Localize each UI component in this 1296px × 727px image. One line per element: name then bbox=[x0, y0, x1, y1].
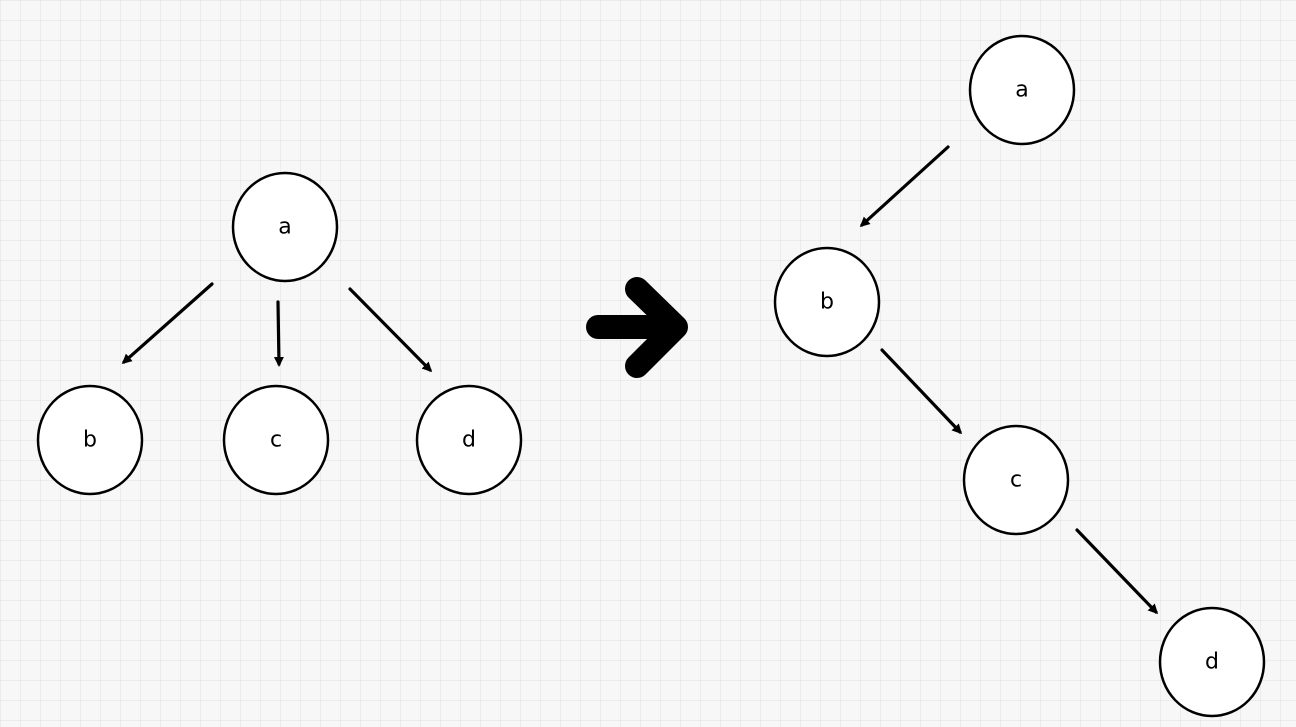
right-edge-c-d bbox=[1075, 528, 1159, 615]
left-node-d: d bbox=[415, 384, 523, 496]
right-node-c: c bbox=[962, 424, 1070, 536]
left-node-b: b bbox=[36, 384, 144, 496]
left-edge-a-d bbox=[348, 287, 433, 373]
left-node-a-label: a bbox=[278, 215, 291, 240]
left-node-b-label: b bbox=[83, 428, 97, 453]
right-edge-a-b bbox=[859, 145, 950, 228]
left-node-c-label: c bbox=[270, 428, 282, 453]
left-edge-a-c bbox=[273, 300, 284, 367]
right-node-a-label: a bbox=[1015, 78, 1028, 103]
right-tree: a b c d bbox=[773, 34, 1266, 718]
left-node-a: a bbox=[231, 171, 339, 283]
right-node-b: b bbox=[773, 246, 881, 358]
left-tree: a b c d bbox=[36, 171, 523, 496]
left-edge-a-b bbox=[121, 282, 214, 364]
right-node-b-label: b bbox=[820, 290, 834, 315]
left-node-d-label: d bbox=[462, 428, 476, 453]
right-node-a: a bbox=[968, 34, 1076, 146]
right-edge-b-c bbox=[880, 348, 963, 435]
right-node-d-label: d bbox=[1205, 650, 1219, 675]
left-node-c: c bbox=[222, 384, 330, 496]
right-node-c-label: c bbox=[1010, 468, 1022, 493]
right-node-d: d bbox=[1158, 606, 1266, 718]
right-arrow-icon bbox=[586, 277, 688, 378]
